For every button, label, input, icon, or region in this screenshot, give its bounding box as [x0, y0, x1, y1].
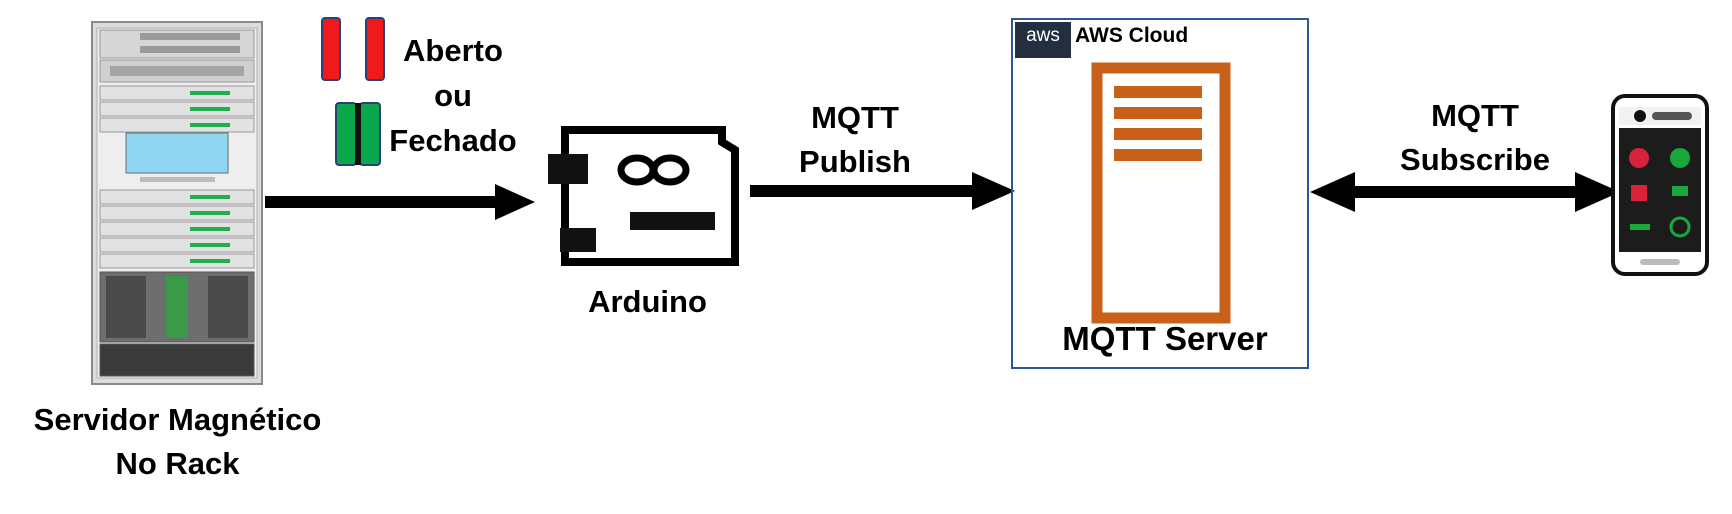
open-sensor-icon	[321, 17, 385, 81]
mqtt-server-icon	[1091, 62, 1231, 324]
sensor-state-labels: Aberto ou Fechado	[388, 28, 518, 163]
publish-arrow-label: MQTT Publish	[780, 96, 930, 184]
closed-label: Fechado	[389, 123, 517, 158]
mqtt-server-label: MQTT Server	[1062, 320, 1268, 357]
or-label: ou	[434, 78, 472, 113]
rack-caption: Servidor Magnético No Rack	[0, 398, 355, 486]
aws-logo-icon: aws	[1015, 22, 1071, 58]
open-label: Aberto	[403, 33, 503, 68]
publish-label-line2: Publish	[799, 144, 911, 179]
arduino-board-icon	[548, 126, 739, 266]
publish-arrow	[750, 172, 1015, 210]
smartphone-icon	[1611, 94, 1709, 276]
subscribe-arrow	[1310, 172, 1620, 212]
arduino-label: Arduino	[588, 284, 707, 319]
subscribe-arrow-label: MQTT Subscribe	[1380, 94, 1570, 182]
sensor-arrow	[265, 184, 535, 220]
aws-logo-text: aws	[1026, 25, 1060, 46]
aws-cloud-label: AWS Cloud	[1075, 24, 1189, 47]
rack-caption-line2: No Rack	[115, 446, 240, 481]
publish-label-line1: MQTT	[811, 100, 899, 135]
closed-sensor-icon	[335, 102, 381, 166]
subscribe-label-line2: Subscribe	[1400, 142, 1550, 177]
server-rack-icon	[91, 21, 263, 385]
aws-cloud-group	[1011, 18, 1309, 369]
rack-caption-line1: Servidor Magnético	[33, 402, 322, 437]
subscribe-label-line1: MQTT	[1431, 98, 1519, 133]
